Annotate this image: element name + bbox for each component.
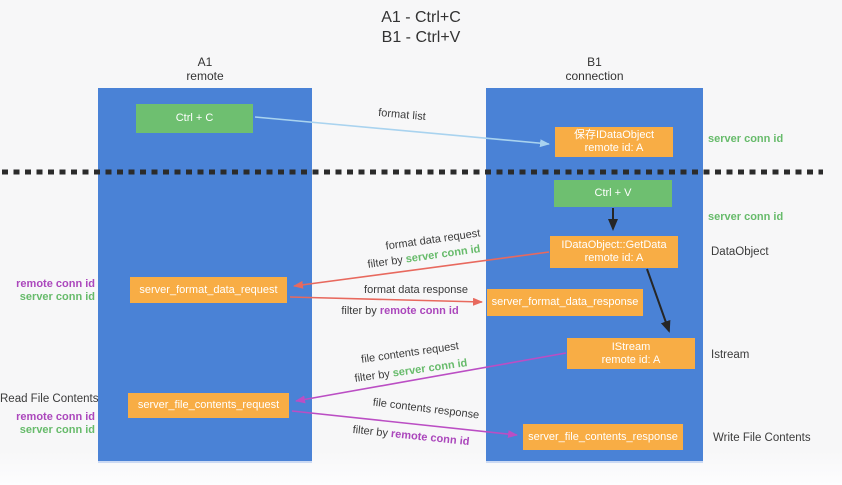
arrow-format-data-response <box>289 296 483 306</box>
left-conn-id-block-bottom: Read File Contents remote conn id server… <box>0 393 99 437</box>
node-server-file-contents-response: server_file_contents_response <box>523 424 683 450</box>
node-server-format-data-response: server_format_data_response <box>487 289 643 316</box>
node-ctrl-c-label: Ctrl + C <box>175 112 214 124</box>
node-server-file-contents-request: server_file_contents_request <box>128 393 289 418</box>
title-line-1: A1 - Ctrl+C <box>381 9 461 26</box>
diagram-title: A1 - Ctrl+C B1 - Ctrl+V <box>0 8 842 48</box>
node-istream-line2: remote id: A <box>601 353 661 366</box>
node-idataobject-getdata-line1: IDataObject::GetData <box>561 239 667 251</box>
filter-by-prefix: filter by <box>341 305 380 317</box>
node-idataobject-getdata-line2: remote id: A <box>584 252 644 264</box>
remote-conn-id-inline: remote conn id <box>390 427 470 449</box>
node-server-format-data-response-label: server_format_data_response <box>491 296 639 308</box>
node-save-dataobject-line2: remote id: A <box>584 142 644 154</box>
edge-label-filter-remote-conn-1: filter by remote conn id <box>341 305 458 317</box>
right-label-server-conn-id-mid: server conn id <box>708 211 784 223</box>
edge-label-file-contents-response: file contents response <box>372 396 480 422</box>
node-ctrl-c: Ctrl + C <box>136 104 253 133</box>
left-label-server-conn-id-bottom: server conn id <box>19 424 95 436</box>
node-server-file-contents-request-label: server_file_contents_request <box>137 399 280 411</box>
node-save-dataobject: 保存IDataObject remote id: A <box>555 127 673 157</box>
edge-label-filter-remote-conn-2: filter by remote conn id <box>352 424 470 448</box>
node-server-format-data-request-label: server_format_data_request <box>139 283 278 296</box>
right-label-server-conn-id-top: server conn id <box>708 133 784 145</box>
right-label-write-file-contents: Write File Contents <box>713 432 811 444</box>
node-ctrl-v-label: Ctrl + V <box>594 187 632 199</box>
server-conn-id-inline: server conn id <box>391 357 469 380</box>
left-label-remote-conn-id-top: remote conn id <box>16 278 95 290</box>
left-label-server-conn-id-top: server conn id <box>19 291 95 303</box>
node-ctrl-v: Ctrl + V <box>554 180 672 207</box>
node-istream-line1: IStream <box>611 340 651 353</box>
title-line-2: B1 - Ctrl+V <box>381 29 461 46</box>
filter-by-prefix: filter by <box>366 253 407 271</box>
node-save-dataobject-line1: 保存IDataObject <box>573 129 655 141</box>
left-label-read-file-contents: Read File Contents <box>0 393 99 405</box>
column-a-id: A1 <box>197 55 213 69</box>
node-idataobject-getdata: IDataObject::GetData remote id: A <box>550 236 678 268</box>
edge-label-format-data-response: format data response <box>364 284 468 296</box>
column-a-role: remote <box>186 69 224 83</box>
right-label-dataobject: DataObject <box>711 246 769 258</box>
remote-conn-id-inline: remote conn id <box>379 305 459 317</box>
node-server-format-data-request: server_format_data_request <box>130 277 287 303</box>
edge-label-format-list: format list <box>377 106 427 124</box>
filter-by-prefix: filter by <box>353 367 394 385</box>
filter-by-prefix: filter by <box>352 423 392 440</box>
column-b-role: connection <box>565 69 624 83</box>
column-a-header: A1 remote <box>98 55 312 83</box>
column-b-id: B1 <box>587 55 602 69</box>
node-server-file-contents-response-label: server_file_contents_response <box>528 430 678 443</box>
column-b-header: B1 connection <box>486 55 703 83</box>
left-conn-id-block-top: remote conn id server conn id <box>0 278 95 304</box>
left-label-remote-conn-id-bottom: remote conn id <box>16 411 95 423</box>
node-istream: IStream remote id: A <box>567 338 695 369</box>
right-label-istream: Istream <box>711 349 750 361</box>
